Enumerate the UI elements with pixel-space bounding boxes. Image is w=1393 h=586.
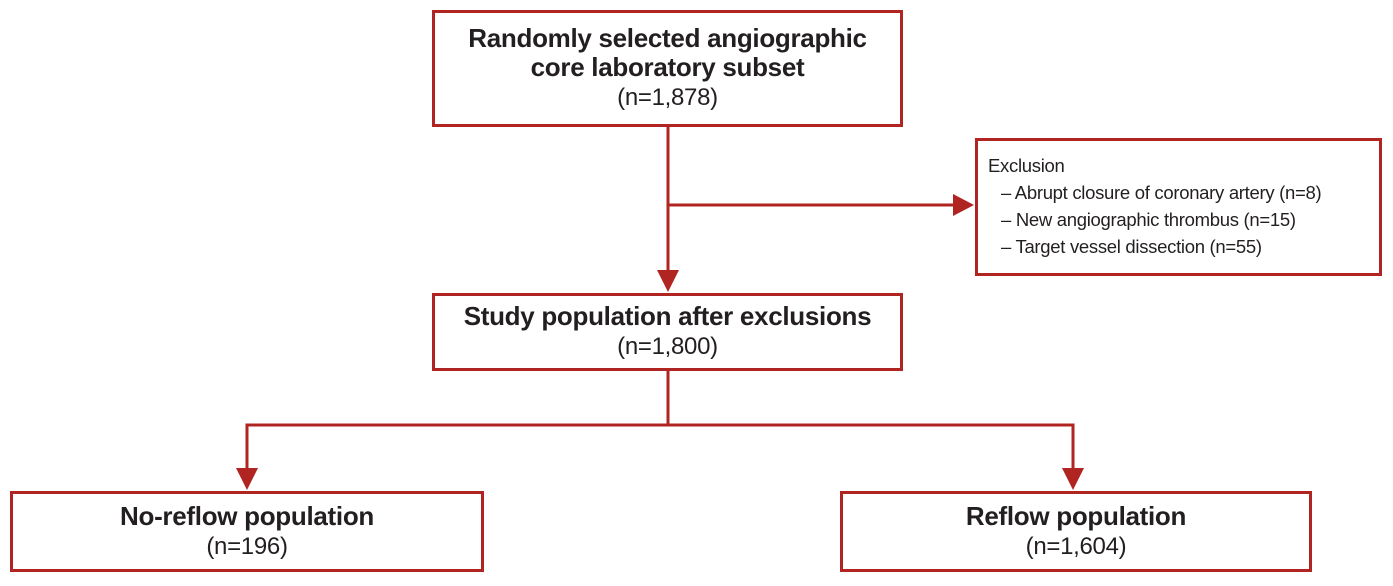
box-n-count: (n=1,604)	[1025, 532, 1127, 560]
arrowhead-into-middle	[657, 270, 679, 292]
box-title: Reflow population	[965, 500, 1187, 531]
arrowhead-into-exclusion	[953, 194, 974, 216]
box-exclusion: Exclusion – Abrupt closure of coronary a…	[975, 138, 1382, 276]
arrowhead-into-reflow	[1062, 468, 1084, 490]
exclusion-title: Exclusion	[988, 155, 1065, 177]
box-title: Randomly selected angiographic core labo…	[468, 22, 867, 83]
box-n-count: (n=1,800)	[617, 333, 718, 361]
box-reflow-population: Reflow population (n=1,604)	[840, 491, 1312, 572]
exclusion-item: – Target vessel dissection (n=55)	[1001, 235, 1262, 257]
box-no-reflow-population: No-reflow population (n=196)	[10, 491, 484, 572]
box-study-population: Study population after exclusions (n=1,8…	[432, 293, 903, 371]
box-title: Study population after exclusions	[463, 301, 872, 332]
box-n-count: (n=1,878)	[617, 84, 718, 112]
box-title: No-reflow population	[120, 500, 374, 531]
exclusion-item: – New angiographic thrombus (n=15)	[1001, 209, 1296, 230]
exclusion-item: – Abrupt closure of coronary artery (n=8…	[1001, 182, 1322, 204]
arrowhead-into-no-reflow	[236, 468, 258, 490]
box-n-count: (n=196)	[206, 532, 288, 560]
box-random-angiographic-subset: Randomly selected angiographic core labo…	[432, 10, 903, 127]
